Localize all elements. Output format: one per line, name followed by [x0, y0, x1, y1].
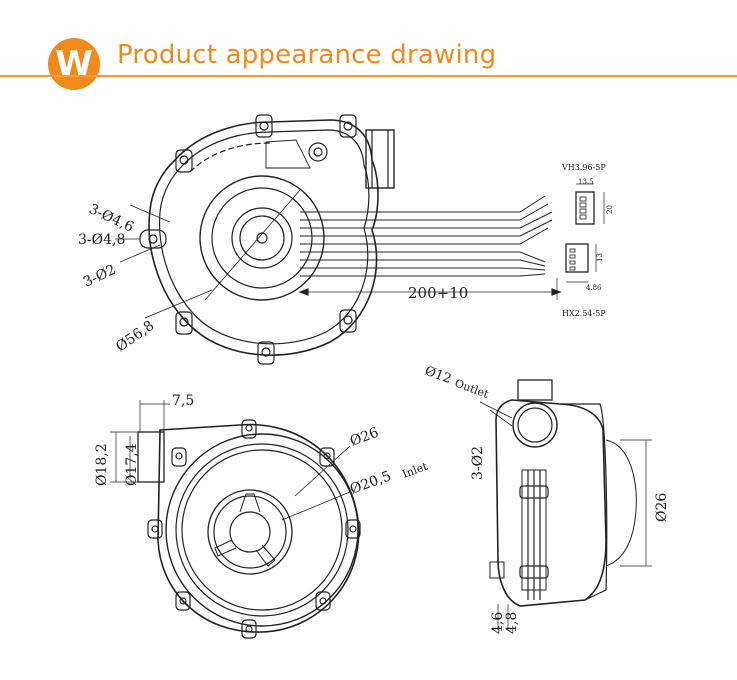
- front-outer-ring: [165, 433, 359, 627]
- side-diameter: Ø26: [654, 493, 670, 522]
- front-inner-dia: Ø17,4: [124, 443, 140, 486]
- top-view: [115, 114, 605, 365]
- connector-top-label: VH3.96-5P: [561, 163, 606, 172]
- front-inlet-outer-dia: Ø26: [348, 425, 381, 450]
- brand-logo: W: [48, 38, 100, 90]
- header-divider: [0, 75, 737, 77]
- connector-bottom-height: 13: [596, 253, 604, 262]
- side-dim-a: 4,6: [490, 612, 506, 634]
- side-view: [479, 379, 652, 630]
- front-outlet-offset: 7,5: [172, 393, 194, 409]
- front-mounting-lugs: [147, 419, 361, 639]
- cable-length: 200+10: [408, 284, 468, 302]
- front-inlet-label: Inlet: [401, 460, 430, 481]
- connector-top-height: 20: [606, 205, 614, 214]
- front-inlet-ring: [207, 489, 293, 575]
- front-outer-dia: Ø18,2: [94, 443, 110, 486]
- connector-bottom-label: HX2.54-5P: [562, 309, 606, 318]
- connector-vh396: [575, 191, 595, 225]
- connector-hx254: [565, 243, 589, 273]
- front-inlet-dia: Ø20,5: [348, 468, 394, 498]
- top-hole-dia-3: 3-Ø2: [81, 262, 119, 291]
- top-mounting-lugs: [139, 114, 357, 365]
- side-outlet-label: Outlet: [453, 377, 491, 401]
- top-hole-dia-2: 3-Ø4,8: [78, 232, 125, 248]
- connector-top-width: 13.5: [578, 178, 594, 186]
- top-housing-lip: [189, 142, 271, 173]
- front-view: [110, 400, 361, 639]
- top-outlet-block: [365, 129, 395, 189]
- connector-bottom-width: 4.86: [586, 284, 602, 292]
- side-outlet-flange: [517, 379, 553, 401]
- top-housing-inner: [158, 129, 370, 345]
- side-hole-dia: 3-Ø2: [470, 446, 486, 480]
- page-title: Product appearance drawing: [117, 40, 497, 70]
- top-housing-outline: [148, 119, 379, 356]
- logo-letter: W: [55, 44, 93, 84]
- top-hole-dia-1: 3-Ø4,6: [86, 201, 136, 236]
- front-outlet-pipe: [137, 431, 165, 483]
- top-rotor-outer: [199, 175, 325, 301]
- side-dim-b: 4,8: [504, 612, 520, 634]
- side-outlet-circle: [512, 402, 558, 448]
- top-body-dia: Ø56,8: [113, 318, 157, 356]
- side-outlet-dia: Ø12: [423, 364, 454, 387]
- top-cable: [300, 195, 553, 277]
- header: W Product appearance drawing: [0, 0, 737, 90]
- front-housing-outline: [157, 423, 360, 633]
